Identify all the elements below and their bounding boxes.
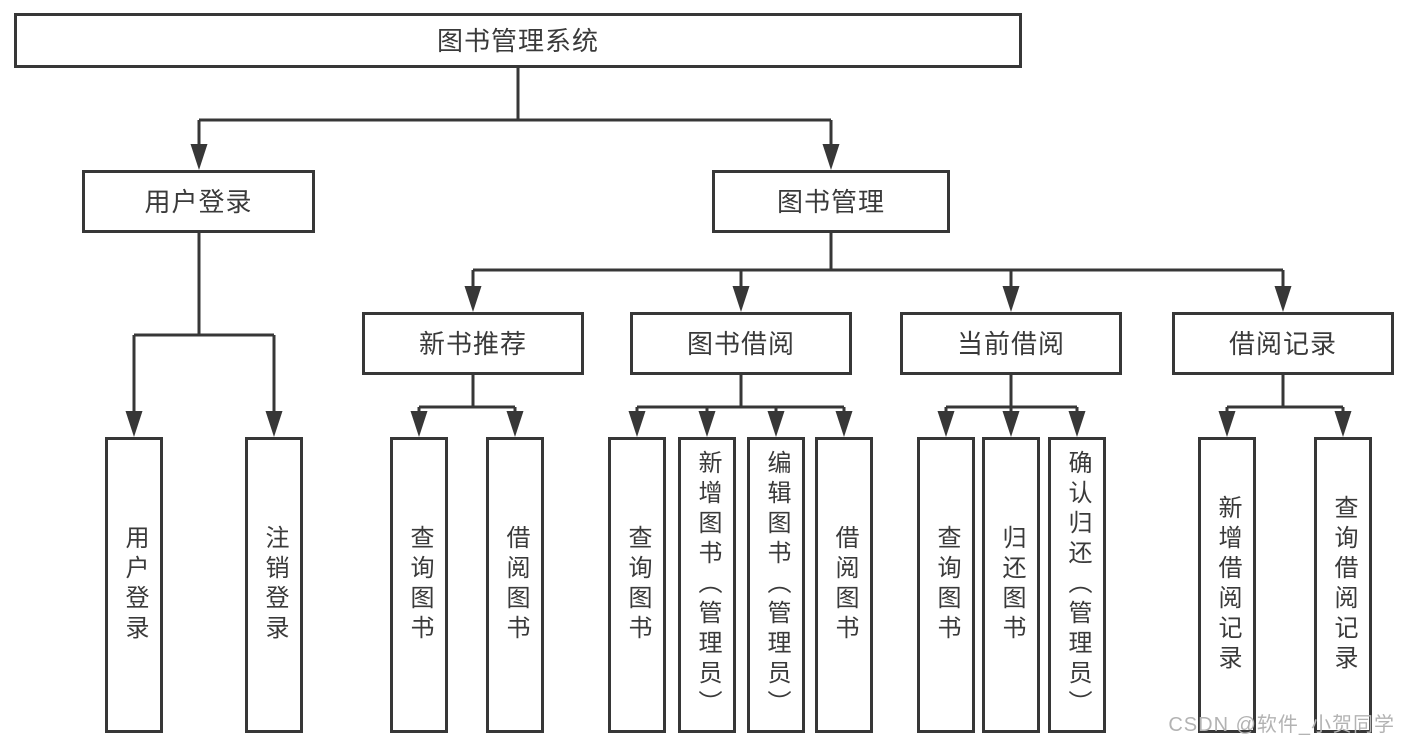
- node-root: 图书管理系统: [14, 13, 1022, 68]
- node-new-book-recommend-label: 新书推荐: [418, 328, 527, 359]
- connector-book-mgmt-branch: [471, 233, 1285, 288]
- node-root-label: 图书管理系统: [436, 25, 599, 56]
- arrowhead-bb-borrow: [835, 411, 853, 437]
- leaf-cb-return-books-label: 归还图书: [998, 525, 1025, 645]
- leaf-cb-query-books: 查询图书: [917, 437, 975, 733]
- node-user-login: 用户登录: [82, 170, 315, 233]
- arrowhead-bb-add: [698, 411, 716, 437]
- node-current-borrow-label: 当前借阅: [956, 328, 1065, 359]
- connector-new-books-branch: [417, 375, 517, 413]
- leaf-logout: 注销登录: [245, 437, 303, 733]
- leaf-br-query-record: 查询借阅记录: [1314, 437, 1372, 733]
- arrowhead-bb-edit: [767, 411, 785, 437]
- arrowhead-to-book-borrow: [732, 286, 750, 312]
- arrowhead-to-user-login: [190, 144, 208, 170]
- node-borrow-records-label: 借阅记录: [1228, 328, 1337, 359]
- leaf-nb-query-books: 查询图书: [390, 437, 448, 733]
- arrowhead-to-borrow-records: [1274, 286, 1292, 312]
- leaf-cb-confirm-return-admin: 确认归还（管理员）: [1048, 437, 1106, 733]
- arrowhead-to-leaf-login: [125, 411, 143, 437]
- connector-root-branch: [197, 68, 833, 146]
- node-user-login-label: 用户登录: [144, 186, 253, 217]
- arrowhead-nb-borrow: [506, 411, 524, 437]
- watermark: CSDN @软件_小贺同学: [1168, 714, 1395, 736]
- leaf-nb-borrow-books-label: 借阅图书: [502, 525, 529, 645]
- arrowhead-to-new-books: [464, 286, 482, 312]
- connector-user-login-branch: [132, 233, 276, 413]
- arrowhead-bb-query: [628, 411, 646, 437]
- leaf-bb-edit-book-admin: 编辑图书（管理员）: [747, 437, 805, 733]
- leaf-bb-query-books: 查询图书: [608, 437, 666, 733]
- arrowhead-cb-query: [937, 411, 955, 437]
- leaf-bb-borrow-books: 借阅图书: [815, 437, 873, 733]
- node-borrow-records: 借阅记录: [1172, 312, 1394, 375]
- leaf-br-add-record: 新增借阅记录: [1198, 437, 1256, 733]
- arrowhead-cb-return: [1002, 411, 1020, 437]
- arrowhead-cb-confirm: [1068, 411, 1086, 437]
- leaf-bb-query-books-label: 查询图书: [624, 525, 651, 645]
- connector-borrow-records-branch: [1225, 375, 1345, 413]
- arrowhead-nb-query: [410, 411, 428, 437]
- leaf-bb-borrow-books-label: 借阅图书: [831, 525, 858, 645]
- arrowhead-to-book-mgmt: [822, 144, 840, 170]
- connector-book-borrow-branch: [635, 375, 846, 413]
- node-book-management: 图书管理: [712, 170, 950, 233]
- node-book-borrow-label: 图书借阅: [686, 328, 795, 359]
- leaf-nb-borrow-books: 借阅图书: [486, 437, 544, 733]
- arrowhead-br-query: [1334, 411, 1352, 437]
- leaf-user-login-label: 用户登录: [121, 525, 148, 645]
- leaf-br-query-record-label: 查询借阅记录: [1330, 495, 1357, 675]
- leaf-user-login: 用户登录: [105, 437, 163, 733]
- connector-current-borrow-branch: [944, 375, 1079, 413]
- arrowhead-br-add: [1218, 411, 1236, 437]
- leaf-logout-label: 注销登录: [261, 525, 288, 645]
- arrowhead-to-current-borrow: [1002, 286, 1020, 312]
- leaf-nb-query-books-label: 查询图书: [406, 525, 433, 645]
- leaf-bb-edit-book-admin-label: 编辑图书（管理员）: [763, 450, 790, 720]
- leaf-cb-query-books-label: 查询图书: [933, 525, 960, 645]
- node-new-book-recommend: 新书推荐: [362, 312, 584, 375]
- node-book-management-label: 图书管理: [776, 186, 885, 217]
- node-book-borrow: 图书借阅: [630, 312, 852, 375]
- leaf-bb-add-book-admin: 新增图书（管理员）: [678, 437, 736, 733]
- leaf-cb-confirm-return-admin-label: 确认归还（管理员）: [1064, 450, 1091, 720]
- leaf-cb-return-books: 归还图书: [982, 437, 1040, 733]
- arrowhead-to-leaf-logout: [265, 411, 283, 437]
- leaf-bb-add-book-admin-label: 新增图书（管理员）: [694, 450, 721, 720]
- leaf-br-add-record-label: 新增借阅记录: [1214, 495, 1241, 675]
- node-current-borrow: 当前借阅: [900, 312, 1122, 375]
